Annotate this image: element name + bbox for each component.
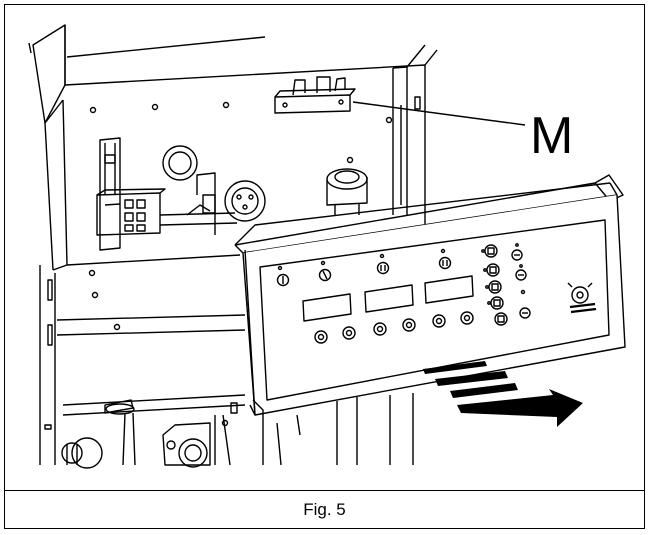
cabinet-back-wall — [32, 24, 426, 299]
figure-frame: M Fig. 5 — [4, 4, 645, 529]
panel-buttons — [314, 311, 474, 344]
panel-knobs — [276, 248, 452, 287]
cable-gland — [326, 168, 368, 215]
callout-label-m: M — [530, 107, 573, 165]
din-rail-terminal-block — [96, 137, 238, 251]
edge-mark — [28, 42, 32, 54]
caption-row: Fig. 5 — [5, 490, 644, 529]
cabinet-left-side — [39, 265, 246, 465]
power-socket — [224, 180, 266, 222]
brand-logo — [567, 282, 597, 314]
lower-socket-right — [162, 419, 229, 468]
right-column — [392, 44, 438, 215]
figure-caption: Fig. 5 — [303, 500, 346, 519]
component-m — [274, 76, 356, 114]
lower-stand — [214, 393, 414, 466]
panel-switches — [481, 243, 531, 326]
panel-displays — [302, 275, 474, 322]
mounting-bracket — [186, 172, 216, 235]
machine-illustration: M — [28, 24, 626, 469]
pull-direction-arrows — [423, 361, 583, 427]
lower-connector-left — [61, 399, 136, 469]
callout-leader-line — [352, 101, 526, 126]
control-panel — [234, 174, 626, 416]
cable-grommet — [162, 145, 198, 181]
